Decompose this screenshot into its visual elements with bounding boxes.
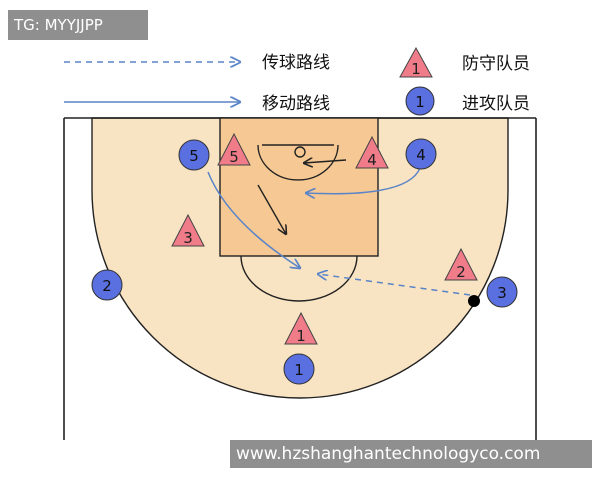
move-route-5 — [207, 171, 300, 268]
svg-text:3: 3 — [497, 284, 507, 302]
attacker-legend-label: 进攻队员 — [462, 94, 530, 114]
svg-text:1: 1 — [294, 361, 304, 379]
attacker-2: 2 — [91, 269, 123, 301]
attacker-5: 5 — [178, 139, 210, 171]
half-court — [63, 117, 537, 440]
legend: 传球路线 移动路线 1 防守队员 1 进攻队员 — [64, 46, 530, 116]
pass-route-3 — [318, 274, 471, 296]
routes — [207, 160, 471, 296]
paint-area — [219, 117, 379, 257]
svg-text:4: 4 — [367, 151, 377, 169]
move-route-label: 移动路线 — [262, 94, 330, 114]
attacker-3: 3 — [486, 276, 518, 308]
defender-2: 2 — [444, 247, 478, 281]
defender-4: 4 — [355, 135, 389, 169]
svg-text:2: 2 — [102, 277, 112, 295]
attacker-1: 1 — [283, 353, 315, 385]
defender-3: 3 — [171, 213, 205, 247]
svg-text:3: 3 — [183, 229, 193, 247]
attacker-4: 4 — [405, 138, 437, 170]
hoop — [294, 146, 306, 158]
svg-text:4: 4 — [416, 146, 426, 164]
move-route-diagonal — [257, 184, 286, 234]
defender-legend-number: 1 — [411, 60, 421, 78]
move-route-4 — [306, 167, 421, 194]
svg-text:1: 1 — [296, 327, 306, 345]
footer-url: www.hzshanghantechnologyco.com — [230, 440, 592, 468]
defender-1: 1 — [284, 311, 318, 345]
restricted-arc — [257, 144, 339, 181]
defender-legend-icon: 1 — [399, 46, 433, 78]
attacker-legend-icon: 1 — [405, 86, 435, 116]
pass-route-label: 传球路线 — [262, 53, 330, 73]
attacker-legend-number: 1 — [415, 93, 425, 111]
svg-text:5: 5 — [229, 148, 239, 166]
svg-text:2: 2 — [456, 263, 466, 281]
basketball — [468, 295, 480, 307]
defender-5: 5 — [217, 132, 251, 166]
svg-text:5: 5 — [189, 147, 199, 165]
defender-legend-label: 防守队员 — [462, 54, 530, 74]
watermark-tag: TG: MYYJJPP — [8, 10, 148, 40]
free-throw-circle — [240, 255, 358, 302]
move-route-center — [304, 160, 347, 163]
